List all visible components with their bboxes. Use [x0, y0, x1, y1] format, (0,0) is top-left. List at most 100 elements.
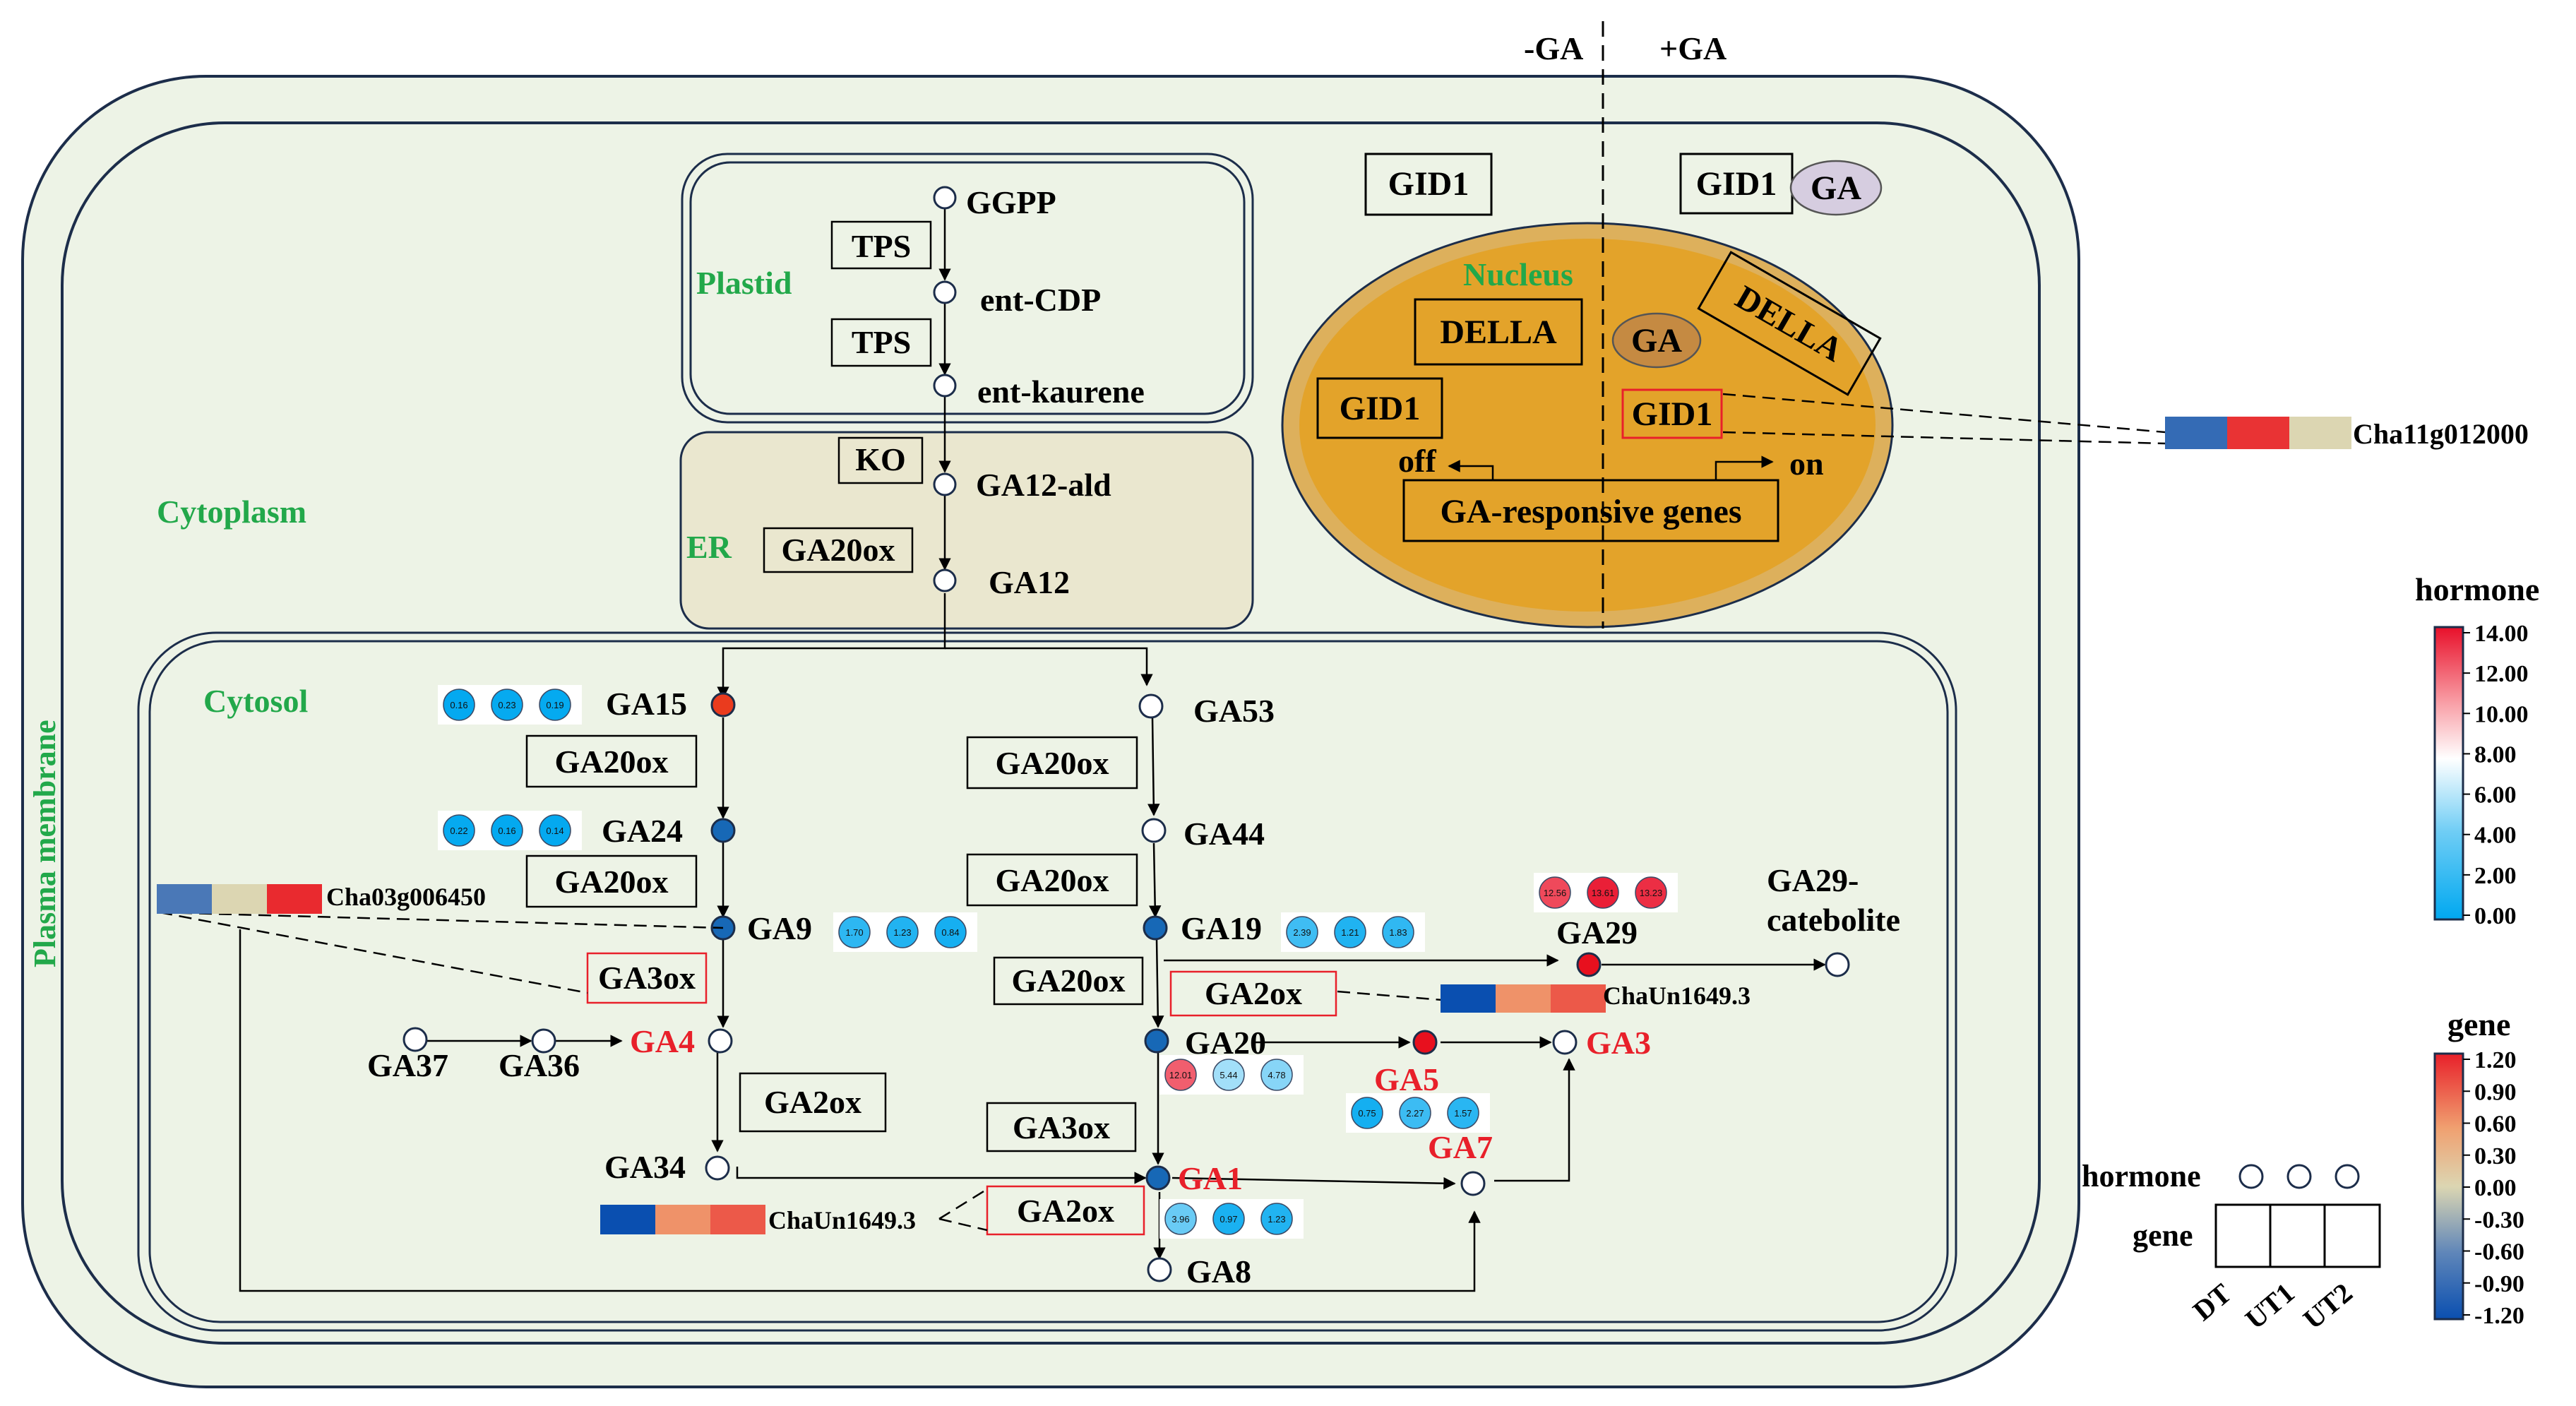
enzyme-ga20ox-a: GA20ox [525, 734, 698, 788]
gene-tick-6: -0.30 [2474, 1207, 2524, 1233]
ga-bound-oval: GA [1789, 160, 1883, 216]
bubble-GA15-3 [539, 689, 571, 721]
enzyme-ga2ox-bottom: GA2ox [986, 1185, 1145, 1236]
bubble-value-GA9-1: 1.70 [845, 927, 863, 938]
hormone-tick-7: 2.00 [2474, 863, 2517, 889]
label-ga1: GA1 [1178, 1160, 1243, 1196]
legend-hormone-colorbar [2433, 626, 2464, 921]
svg-text:GID1: GID1 [1388, 165, 1469, 203]
bubble-value-GA19-3: 1.83 [1389, 927, 1407, 938]
label-on: on [1789, 446, 1824, 482]
gene-tick-9: -1.20 [2474, 1303, 2524, 1329]
label-ga29: GA29 [1556, 915, 1638, 951]
bubble-GA5-2 [1399, 1097, 1431, 1129]
label-ga12-ald: GA12-ald [976, 467, 1111, 503]
label-ga8: GA8 [1186, 1253, 1251, 1289]
gene-cell-chaun_mid-1 [1441, 984, 1496, 1013]
node-ga12 [933, 568, 957, 592]
bubble-GA1-3 [1260, 1203, 1293, 1235]
gene-tick-8: -0.90 [2474, 1271, 2524, 1297]
bubble-GA29-3 [1635, 876, 1667, 909]
er-compartment [679, 431, 1254, 630]
svg-text:GA20ox: GA20ox [1012, 963, 1126, 999]
gene-cell-chaun_mid-3 [1551, 984, 1606, 1013]
gene-cell-cha11-2 [2227, 417, 2289, 449]
label-ga37: GA37 [367, 1047, 448, 1083]
label-ent-cdp: ent-CDP [980, 282, 1101, 318]
label-off: off [1398, 443, 1436, 479]
cytoplasm-label: Cytoplasm [157, 494, 306, 530]
svg-text:GA3ox: GA3ox [598, 960, 696, 996]
bubble-value-GA24-1: 0.22 [450, 826, 467, 836]
bubble-GA29-2 [1587, 876, 1619, 909]
bubble-GA19-2 [1334, 916, 1366, 948]
bubble-GA20-1 [1164, 1059, 1197, 1091]
gene-tick-1: 1.20 [2474, 1047, 2517, 1073]
node-ga36 [531, 1028, 556, 1054]
on-off-arrows [1448, 455, 1774, 480]
svg-text:GA-responsive genes: GA-responsive genes [1440, 493, 1741, 530]
cytosol-outer [137, 631, 1957, 1332]
node-ent-kaurene [933, 374, 957, 398]
gene-cell-chaun_mid-2 [1496, 984, 1551, 1013]
bubble-GA24-1 [443, 814, 475, 847]
legend-gene-ticks: 1.200.900.600.300.00-0.30-0.60-0.90-1.20 [2463, 1047, 2524, 1329]
key-gene-grid [2214, 1203, 2381, 1268]
bubble-value-GA15-1: 0.16 [450, 700, 467, 710]
gid1-cytoplasm-left: GID1 [1364, 153, 1493, 216]
label-ent-kaurene: ent-kaurene [977, 374, 1145, 410]
key-sample-ut2: UT2 [2297, 1277, 2359, 1335]
bubble-value-GA29-3: 13.23 [1640, 888, 1663, 898]
bubble-GA15-2 [491, 689, 523, 721]
enzyme-ga20ox-b: GA20ox [525, 854, 698, 908]
legend-gene-colorbar [2433, 1052, 2464, 1321]
bubble-GA9-2 [886, 916, 919, 948]
node-ga15 [710, 692, 736, 717]
svg-text:GA20ox: GA20ox [996, 745, 1109, 781]
gene-strip-cha03 [157, 884, 322, 914]
svg-text:KO: KO [855, 441, 906, 477]
hormone-tick-1: 14.00 [2474, 621, 2529, 647]
bubble-value-GA15-2: 0.23 [498, 700, 515, 710]
svg-text:TPS: TPS [852, 228, 911, 264]
label-gene-chaun-bottom: ChaUn1649.3 [768, 1206, 916, 1234]
bubble-GA29-1 [1539, 876, 1571, 909]
hormone-tick-5: 6.00 [2474, 782, 2517, 809]
bubble-value-GA9-3: 0.84 [941, 927, 959, 938]
node-ga8 [1147, 1257, 1172, 1282]
svg-text:GID1: GID1 [1340, 390, 1421, 427]
node-ga29-catebolite [1825, 952, 1850, 977]
node-ga7 [1460, 1171, 1486, 1196]
enzyme-ga3ox-left: GA3ox [586, 952, 708, 1004]
della-box-left: DELLA [1414, 298, 1583, 366]
bubble-GA24-3 [539, 814, 571, 847]
bubble-value-GA19-2: 1.21 [1341, 927, 1359, 938]
enzyme-ga3ox-mid: GA3ox [986, 1102, 1137, 1152]
upstream-arrows [717, 209, 1153, 699]
enzyme-tps-1: TPS [830, 220, 932, 270]
node-ga4 [708, 1028, 733, 1054]
enzyme-ga20ox-e: GA20ox [993, 956, 1144, 1006]
label-ga3: GA3 [1586, 1025, 1651, 1061]
node-ga3 [1552, 1030, 1578, 1055]
node-ga34 [705, 1155, 730, 1181]
cytosol-inner [148, 640, 1949, 1323]
svg-text:GA20ox: GA20ox [555, 864, 669, 900]
label-ga9: GA9 [747, 910, 812, 946]
gid1-cytoplasm-right: GID1 [1679, 153, 1794, 215]
node-ga37 [402, 1027, 428, 1052]
svg-text:GA: GA [1631, 322, 1682, 359]
label-ga53: GA53 [1193, 693, 1275, 729]
hormone-tick-2: 12.00 [2474, 661, 2529, 687]
svg-text:GA3ox: GA3ox [1013, 1109, 1110, 1145]
bubble-GA20-3 [1260, 1059, 1293, 1091]
label-ga15: GA15 [606, 686, 687, 722]
header-plus-ga: +GA [1659, 30, 1727, 66]
key-gene-label: gene [2133, 1218, 2193, 1253]
cytosol-arrows [239, 717, 1826, 1292]
key-sample-ut1: UT1 [2239, 1277, 2301, 1335]
node-ga53 [1138, 693, 1164, 719]
node-ggpp [933, 186, 957, 210]
bubble-value-GA29-2: 13.61 [1592, 888, 1615, 898]
